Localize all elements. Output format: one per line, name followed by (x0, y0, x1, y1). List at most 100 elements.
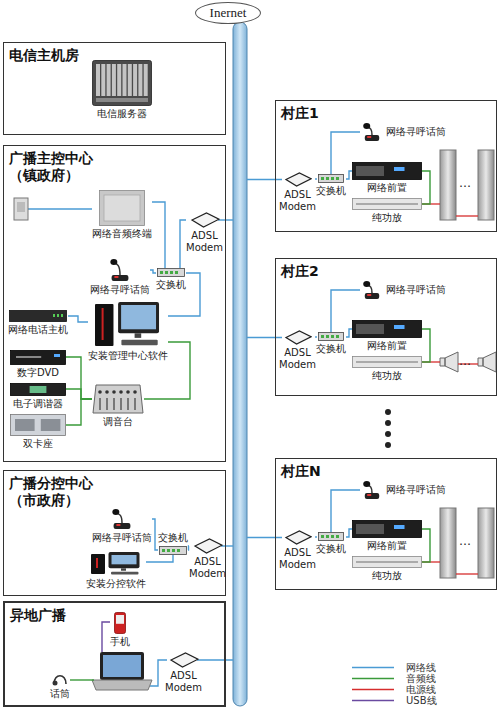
audio-wire (70, 679, 94, 680)
icon-part (112, 509, 119, 515)
icon-part (93, 385, 143, 413)
icon-part (162, 549, 165, 552)
paging-microphone: 网络寻呼话筒 (360, 280, 446, 300)
wire-connector (422, 329, 430, 362)
icon-part (177, 549, 180, 552)
power-wire (422, 204, 478, 574)
region-panel: 村庄N网络寻呼话筒ADSL Modem交换机网络前置纯功放 (275, 458, 497, 590)
continuation-dots (385, 442, 391, 448)
device-label: ADSL Modem (279, 189, 316, 213)
icon-part (117, 64, 121, 96)
icon-part (110, 259, 117, 265)
power-wire (456, 215, 478, 216)
panel-title: 广播主控中心 （镇政府） (4, 146, 110, 188)
icon-part (41, 419, 61, 431)
icon-part (165, 271, 168, 274)
wire-connector (66, 357, 92, 399)
wire-connector (152, 202, 165, 268)
device-label: 网络寻呼话筒 (92, 532, 152, 544)
continuation-dots (385, 431, 391, 437)
network-wire (28, 208, 92, 209)
icon-part (112, 555, 137, 564)
server-icon: 电信服务器 (92, 60, 152, 120)
device-label: 手机 (110, 636, 130, 648)
adsl-modem-icon (284, 172, 312, 187)
network-wire (247, 179, 282, 180)
icon-part (95, 304, 113, 346)
power-amplifier: 纯功放 (352, 198, 422, 224)
legend-text: 电源线 (406, 684, 436, 695)
network-front-end: 网络前置 (352, 162, 422, 194)
device-label: 交换机 (156, 279, 186, 291)
column-speaker (440, 508, 456, 578)
internet-cloud: Inernet (195, 2, 261, 24)
audio-terminal-icon (99, 190, 145, 226)
icon-part (172, 549, 175, 552)
icon-part (356, 324, 384, 334)
icon-part (331, 177, 334, 180)
icon-part (112, 390, 116, 394)
icon-part (127, 398, 129, 410)
panel-title: 村庄1 (276, 101, 486, 126)
wire-connector (315, 336, 316, 338)
continuation-dots (385, 409, 391, 448)
device-label: 安装分控软件 (86, 578, 146, 590)
device-label: ADSL Modem (279, 547, 316, 571)
power-amplifier-icon (352, 198, 422, 210)
paging-microphone: 网络寻呼话筒 (360, 122, 446, 142)
icon-part (116, 524, 120, 526)
icon-part (286, 331, 311, 344)
adsl-modem-icon (169, 652, 199, 668)
network-switch-icon (318, 332, 344, 341)
adsl-modem: ADSL Modem (186, 212, 223, 254)
wire-connector (346, 329, 352, 337)
icon-part (100, 191, 145, 226)
wire-connector (180, 220, 186, 268)
icon-part (353, 557, 422, 568)
network-switch: 交换机 (316, 332, 346, 355)
tuner: 电子调谐器 (10, 383, 66, 410)
panel-title: 村庄2 (276, 259, 486, 284)
icon-part (114, 263, 120, 275)
icon-part (134, 398, 136, 410)
network-wire (150, 660, 167, 686)
icon-part (144, 64, 148, 96)
icon-part (11, 384, 66, 396)
cassette-deck-icon (10, 414, 66, 436)
icon-part (331, 335, 334, 338)
network-front-end: 网络前置 (352, 320, 422, 352)
icon-part (91, 554, 105, 574)
network-switch: 交换机 (316, 532, 346, 555)
legend-row: USB线 (352, 695, 437, 706)
network-switch: 交换机 (316, 174, 346, 197)
icon-part (102, 308, 104, 340)
laptop (92, 680, 152, 690)
wire-connector (66, 389, 92, 399)
paging-microphone-icon (360, 122, 384, 142)
icon-part (128, 64, 132, 96)
device-label: ADSL Modem (165, 670, 202, 694)
legend-text: 网络线 (406, 662, 436, 673)
horn-speaker (440, 352, 458, 372)
network-wire (247, 337, 282, 338)
icon-part (158, 269, 185, 277)
continuation-mark: … (459, 176, 471, 190)
computer-icon (95, 302, 161, 348)
icon-part (61, 314, 63, 317)
continuation-dots (385, 420, 391, 426)
icon-part (16, 356, 41, 358)
power-amplifier-icon (352, 556, 422, 568)
phone-host: 网络电话主机 (8, 310, 68, 336)
power-amplifier: 纯功放 (352, 356, 422, 382)
icon-part (353, 357, 422, 368)
adsl-modem: ADSL Modem (279, 172, 316, 213)
icon-part (363, 281, 370, 287)
icon-part (111, 572, 139, 575)
wire-connector (68, 316, 88, 322)
icon-part (104, 195, 140, 221)
laptop (100, 652, 144, 680)
icon-part (96, 558, 98, 568)
icon-part (367, 294, 371, 296)
device-label: 双卡座 (23, 438, 53, 450)
panel-title: 广播分控中心 （市政府） (4, 471, 110, 513)
